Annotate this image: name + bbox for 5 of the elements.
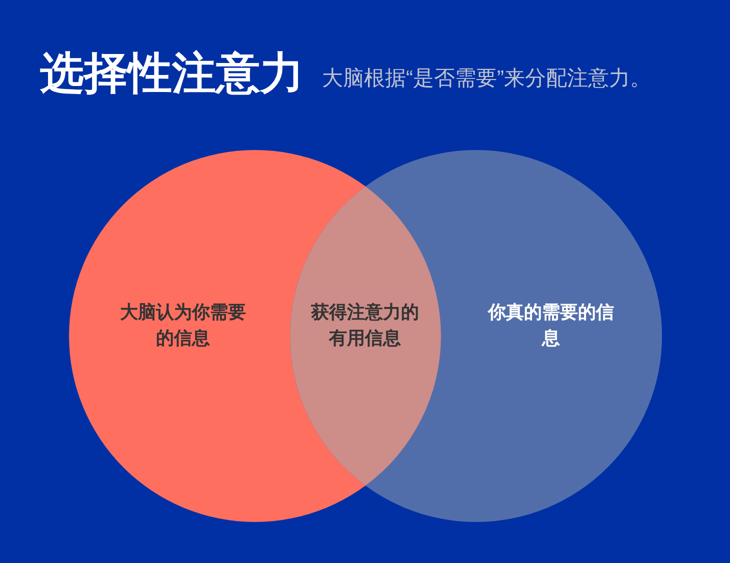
venn-label: 获得注意力的有用信息 [310, 301, 420, 350]
title: 选择性注意力 [40, 48, 304, 100]
venn-label: 你真的需要的信息 [486, 301, 615, 350]
venn-label: 大脑认为你需要的信息 [119, 301, 247, 350]
subtitle: 大脑根据“是否需要”来分配注意力。 [322, 66, 651, 92]
